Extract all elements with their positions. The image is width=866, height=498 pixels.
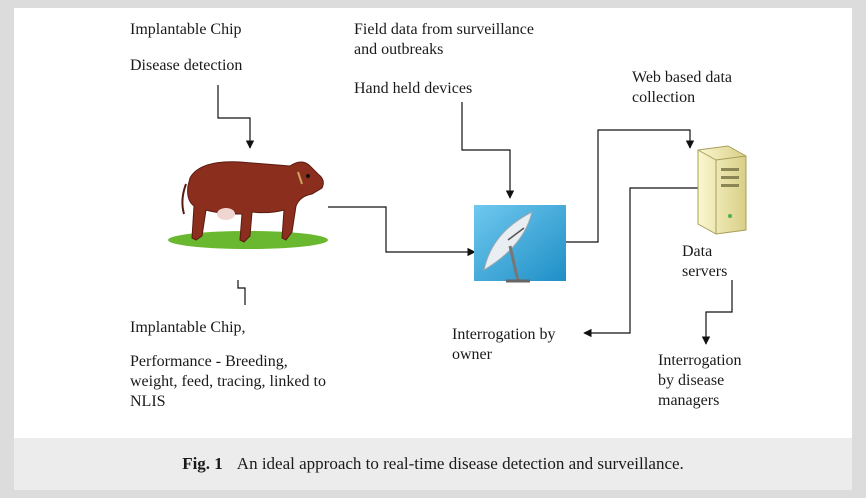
label-implantable-chip-top: Implantable Chip bbox=[130, 21, 242, 38]
arrow-cow-to-dish bbox=[328, 206, 476, 257]
server-icon bbox=[697, 145, 747, 235]
label-data-servers: Data servers bbox=[682, 243, 728, 280]
label-implantable-chip-bottom: Implantable Chip, bbox=[130, 319, 246, 336]
label-performance: Performance - Breeding, weight, feed, tr… bbox=[130, 353, 326, 410]
caption-text: An ideal approach to real-time disease d… bbox=[236, 454, 684, 473]
figure-number: Fig. 1 bbox=[182, 454, 223, 473]
arrow-dish-to-server bbox=[566, 129, 695, 243]
satellite-dish-icon bbox=[474, 205, 566, 283]
caption-band: Fig. 1 An ideal approach to real-time dis… bbox=[14, 438, 852, 490]
label-disease-detection: Disease detection bbox=[130, 57, 243, 74]
label-interrogation-owner: Interrogation by owner bbox=[452, 326, 556, 363]
arrow-servers-to-managers bbox=[701, 280, 733, 345]
label-field-data: Field data from surveillance and outbrea… bbox=[354, 21, 534, 58]
label-hand-held-devices: Hand held devices bbox=[354, 80, 473, 97]
figure-caption: Fig. 1 An ideal approach to real-time dis… bbox=[14, 454, 852, 474]
line-bottom-chip-to-cow bbox=[237, 280, 246, 305]
arrow-server-to-owner bbox=[583, 187, 700, 338]
label-interrogation-managers: Interrogation by disease managers bbox=[658, 352, 742, 409]
label-web-based-collection: Web based data collection bbox=[632, 69, 732, 106]
connector-lines bbox=[217, 85, 733, 345]
arrow-handheld-to-dish bbox=[461, 102, 515, 199]
arrow-disease-detection-to-cow bbox=[217, 85, 255, 149]
cow-icon bbox=[168, 161, 328, 249]
